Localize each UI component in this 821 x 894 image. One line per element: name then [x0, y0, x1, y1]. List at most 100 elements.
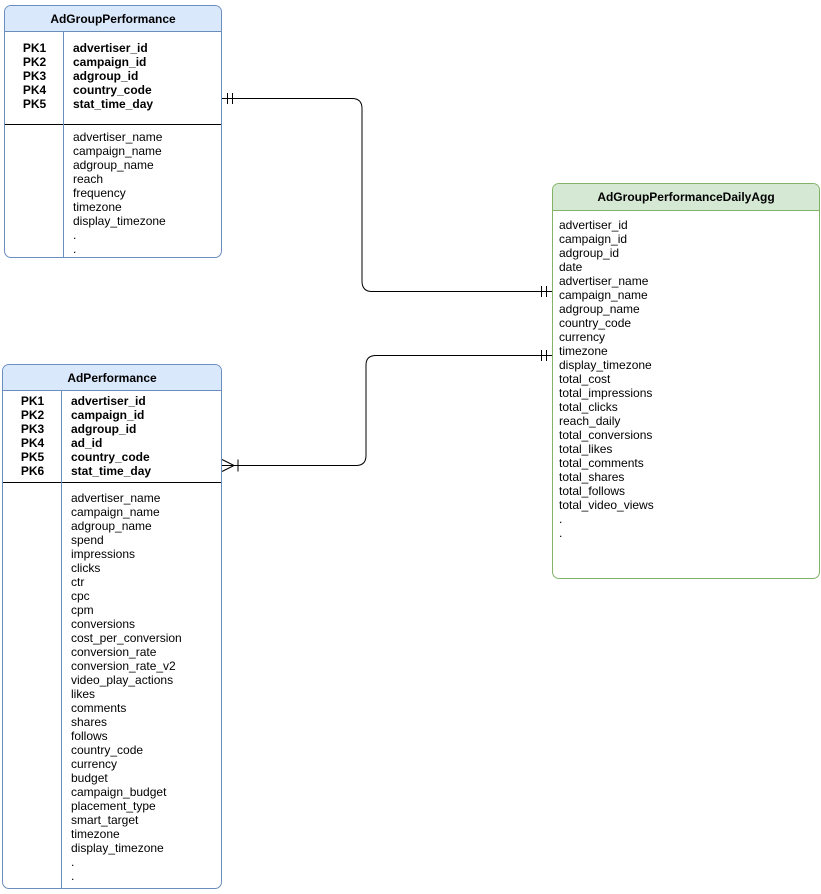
- cardinality-many-marker: [221, 459, 239, 472]
- field-name: cpc: [71, 589, 90, 603]
- field-name: campaign_name: [73, 144, 162, 158]
- field-name: country_code: [559, 316, 632, 330]
- field-name: .: [559, 526, 563, 540]
- pk-field-name: ad_id: [71, 436, 103, 450]
- field-name: display_timezone: [71, 841, 164, 855]
- field-name: total_follows: [559, 484, 626, 498]
- field-name: campaign_name: [559, 288, 648, 302]
- field-name: conversions: [71, 617, 136, 631]
- field-name: date: [559, 260, 583, 274]
- field-name: placement_type: [71, 799, 156, 813]
- field-name: follows: [71, 729, 108, 743]
- pk-field-name: stat_time_day: [73, 97, 154, 111]
- field-name: campaign_budget: [71, 785, 167, 799]
- field-name: total_conversions: [559, 428, 653, 442]
- field-name: spend: [71, 533, 104, 547]
- field-name: total_clicks: [559, 400, 618, 414]
- pk-key-label: PK6: [20, 464, 45, 478]
- pk-key-label: PK3: [22, 69, 47, 83]
- field-name: campaign_name: [71, 505, 160, 519]
- relationship-adgroupperformance-to-dailyagg[interactable]: [222, 93, 552, 297]
- field-name: currency: [71, 757, 118, 771]
- pk-field-name: adgroup_id: [71, 422, 137, 436]
- attr-key-spacer: [3, 491, 62, 883]
- field-name: total_comments: [559, 456, 644, 470]
- pk-key-label: PK2: [22, 55, 47, 69]
- pk-key-label: PK4: [22, 83, 47, 97]
- pk-field-name: campaign_id: [71, 408, 145, 422]
- field-name: smart_target: [71, 813, 139, 827]
- cardinality-one-and-only-one-marker: [227, 93, 233, 104]
- field-name: conversion_rate: [71, 645, 157, 659]
- field-name: advertiser_name: [71, 491, 161, 505]
- pk-field-name: country_code: [71, 450, 150, 464]
- field-name: cost_per_conversion: [71, 631, 182, 645]
- field-name: adgroup_name: [559, 302, 640, 316]
- field-name: .: [73, 242, 77, 256]
- pk-column-divider: [61, 391, 62, 888]
- field-name: country_code: [71, 743, 144, 757]
- field-name: adgroup_name: [71, 519, 152, 533]
- field-name: total_shares: [559, 470, 625, 484]
- cardinality-one-and-only-one-marker: [541, 286, 547, 297]
- field-name: impressions: [71, 547, 136, 561]
- entity-adgroup-performance-daily-agg[interactable]: AdGroupPerformanceDailyAgg advertiser_id…: [552, 183, 820, 579]
- pk-key-label: PK5: [22, 97, 47, 111]
- field-name: likes: [71, 687, 96, 701]
- field-name: frequency: [73, 186, 126, 200]
- pk-key-label: PK2: [20, 408, 45, 422]
- field-name: cpm: [71, 603, 94, 617]
- field-name: advertiser_name: [73, 130, 163, 144]
- field-name: advertiser_id: [559, 218, 628, 232]
- field-name: video_play_actions: [71, 673, 174, 687]
- field-name: display_timezone: [559, 358, 652, 372]
- pk-field-name: adgroup_id: [73, 69, 139, 83]
- field-name: total_likes: [559, 442, 613, 456]
- entity-title: AdGroupPerformance: [5, 6, 221, 32]
- field-name: conversion_rate_v2: [71, 659, 176, 673]
- field-name: clicks: [71, 561, 101, 575]
- field-name: comments: [71, 701, 127, 715]
- edge-line: [222, 355, 552, 466]
- relationship-adperformance-to-dailyagg[interactable]: [221, 350, 552, 472]
- field-name: timezone: [73, 200, 122, 214]
- pk-field-name: country_code: [73, 83, 152, 97]
- field-name: reach: [73, 172, 104, 186]
- field-name: timezone: [71, 827, 120, 841]
- pk-key-label: PK5: [20, 450, 45, 464]
- pk-field-name: stat_time_day: [71, 464, 152, 478]
- field-name: display_timezone: [73, 214, 166, 228]
- pk-key-label: PK1: [20, 394, 45, 408]
- pk-key-label: PK1: [22, 41, 47, 55]
- pk-field-name: advertiser_id: [71, 394, 146, 408]
- field-name: adgroup_id: [559, 246, 620, 260]
- pk-field-name: advertiser_id: [73, 41, 148, 55]
- field-name: budget: [71, 771, 108, 785]
- attr-key-spacer: [5, 130, 64, 256]
- field-name: timezone: [559, 344, 608, 358]
- field-name: total_cost: [559, 372, 611, 386]
- entity-title: AdGroupPerformanceDailyAgg: [553, 184, 819, 211]
- pk-key-label: PK4: [20, 436, 45, 450]
- edge-line: [222, 98, 552, 292]
- field-name: .: [71, 855, 75, 869]
- field-name: .: [71, 869, 75, 883]
- field-name: advertiser_name: [559, 274, 649, 288]
- pk-column-divider: [63, 32, 64, 257]
